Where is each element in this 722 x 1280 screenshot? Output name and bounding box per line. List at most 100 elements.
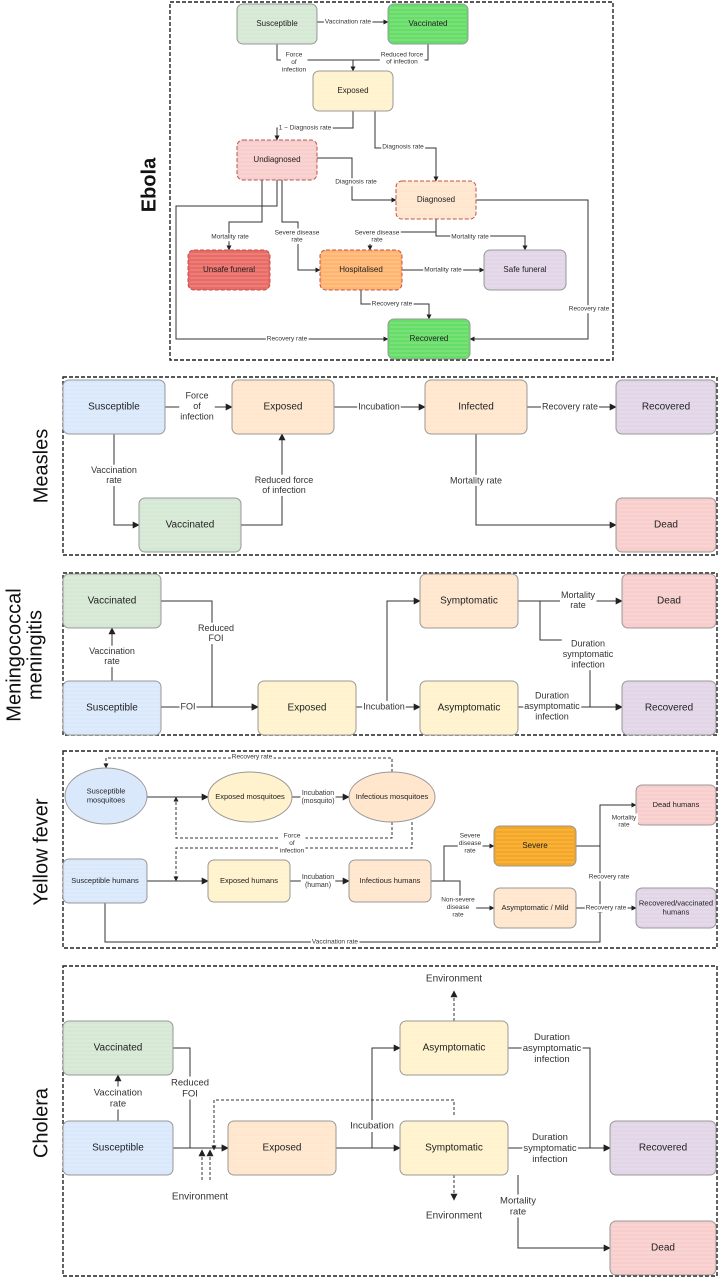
cholera-node-asymptomatic: Asymptomatic bbox=[399, 1020, 509, 1076]
label-backdrop bbox=[379, 50, 425, 66]
ebola-node-safe-funeral: Safe funeral bbox=[483, 249, 567, 291]
meningitis-node-exposed-label: Exposed bbox=[288, 703, 327, 714]
cholera-node-asymptomatic-label: Asymptomatic bbox=[423, 1043, 486, 1054]
label-backdrop bbox=[334, 178, 379, 187]
label-backdrop bbox=[300, 789, 336, 806]
cholera-node-exposed: Exposed bbox=[227, 1120, 337, 1176]
panel-cholera bbox=[62, 965, 718, 1277]
label-backdrop bbox=[357, 400, 401, 412]
ebola-label-mort-hosp: Mortality rate bbox=[424, 267, 462, 274]
label-backdrop bbox=[170, 1191, 230, 1204]
yf-node-infectious-hum-label: Infectious humans bbox=[360, 876, 421, 885]
label-backdrop bbox=[273, 228, 321, 244]
label-backdrop bbox=[230, 753, 274, 762]
label-backdrop bbox=[610, 813, 639, 829]
yf-label-recovery-2: Recovery rate bbox=[586, 905, 627, 912]
measles-label-incubation: Incubation bbox=[358, 401, 400, 411]
edge-measles-reduced bbox=[241, 433, 286, 526]
measles-node-infected-label: Infected bbox=[458, 402, 494, 413]
label-backdrop bbox=[424, 1210, 484, 1223]
label-backdrop bbox=[179, 390, 215, 423]
cholera-label-incubation: Incubation bbox=[350, 1121, 394, 1132]
edge-yf-foi-mosq bbox=[173, 796, 393, 839]
meningitis-node-vaccinated: Vaccinated bbox=[62, 573, 162, 629]
meningitis-node-vaccinated-label: Vaccinated bbox=[88, 596, 137, 607]
measles-node-infected: Infected bbox=[424, 379, 528, 435]
label-backdrop bbox=[423, 266, 464, 275]
measles-label-mortality: Mortality rate bbox=[450, 475, 502, 485]
edge-ebola-reduced bbox=[353, 44, 429, 61]
panel-title-measles: Measles bbox=[30, 429, 52, 503]
measles-node-dead: Dead bbox=[615, 497, 717, 553]
label-backdrop bbox=[196, 622, 236, 645]
meningitis-node-exposed: Exposed bbox=[257, 680, 357, 736]
yf-node-dead-hum-label: Dead humans bbox=[653, 800, 700, 809]
measles-node-exposed: Exposed bbox=[231, 379, 335, 435]
meningitis-node-recovered-label: Recovered bbox=[645, 703, 693, 714]
meningitis-node-asymptomatic: Asymptomatic bbox=[419, 680, 519, 736]
ebola-node-unsafe-funeral: Unsafe funeral bbox=[187, 249, 271, 291]
edge-yf-foi-hum bbox=[173, 822, 413, 882]
label-backdrop bbox=[457, 831, 483, 855]
panel-meningitis bbox=[62, 572, 718, 736]
label-backdrop bbox=[179, 700, 197, 712]
edge-ebola-force bbox=[276, 44, 356, 72]
cholera-node-susceptible-label: Susceptible bbox=[92, 1143, 144, 1154]
meningitis-label-foi: FOI bbox=[181, 701, 196, 711]
meningitis-label-incubation: Incubation bbox=[363, 701, 405, 711]
meningitis-node-symptomatic-label: Symptomatic bbox=[440, 596, 498, 607]
edge-measles-vaccination bbox=[113, 434, 140, 529]
yf-node-exposed-mosq-label: Exposed mosquitoes bbox=[215, 792, 285, 801]
ebola-node-hospitalised: Hospitalised bbox=[319, 249, 403, 291]
ebola-label-diag-top: Diagnosis rate bbox=[382, 144, 424, 151]
label-backdrop bbox=[381, 143, 426, 152]
cholera-node-dead: Dead bbox=[609, 1220, 717, 1276]
ebola-node-safe-funeral-label: Safe funeral bbox=[503, 265, 546, 274]
ebola-label-rec-right: Recovery rate bbox=[569, 306, 610, 313]
meningitis-node-dead-label: Dead bbox=[657, 596, 681, 607]
ebola-node-exposed: Exposed bbox=[312, 70, 394, 112]
label-backdrop bbox=[90, 464, 138, 487]
ebola-node-undiagnosed-label: Undiagnosed bbox=[253, 155, 300, 164]
meningitis-node-susceptible-label: Susceptible bbox=[86, 703, 138, 714]
cholera-node-dead-label: Dead bbox=[651, 1243, 675, 1254]
edge-cholera-asymptomatic bbox=[371, 1044, 401, 1148]
ebola-node-hospitalised-label: Hospitalised bbox=[339, 265, 383, 274]
ebola-label-rec-bottom: Recovery rate bbox=[267, 336, 308, 343]
yf-label-vaccination: Vaccination rate bbox=[312, 939, 359, 946]
label-backdrop bbox=[540, 400, 600, 412]
ebola-label-diag: Diagnosis rate bbox=[335, 179, 377, 186]
edge-yf-non-severe bbox=[431, 880, 495, 911]
ebola-label-vaccination-rate: Vaccination rate bbox=[325, 19, 372, 26]
panel-title-cholera: Cholera bbox=[30, 1087, 52, 1158]
measles-label-recovery: Recovery rate bbox=[542, 401, 598, 411]
panel-ebola bbox=[169, 1, 614, 361]
label-backdrop bbox=[567, 305, 611, 314]
label-backdrop bbox=[522, 1131, 578, 1165]
panel-yellow-fever bbox=[62, 750, 718, 949]
cholera-node-susceptible: Susceptible bbox=[62, 1120, 174, 1176]
edge-ebola-rec-bottom bbox=[175, 180, 389, 342]
panel-title-meningitis: Meningococcalmeningitis bbox=[4, 588, 47, 721]
yf-label-incubation-hum: Incubation(human) bbox=[302, 874, 334, 889]
label-backdrop bbox=[349, 1120, 395, 1133]
yf-node-susceptible-hum: Susceptible humans bbox=[62, 858, 148, 904]
yf-node-asymptomatic-mild: Asymptomatic / Mild bbox=[493, 887, 577, 929]
label-backdrop bbox=[300, 873, 336, 890]
measles-node-susceptible: Susceptible bbox=[62, 379, 166, 435]
yf-label-recovery-1: Recovery rate bbox=[589, 874, 630, 881]
label-backdrop bbox=[169, 1076, 211, 1100]
